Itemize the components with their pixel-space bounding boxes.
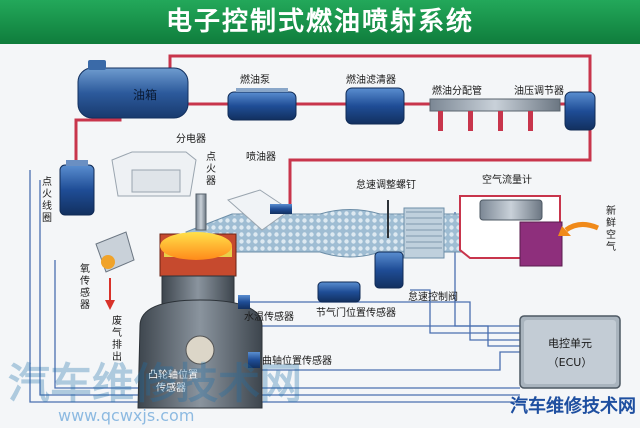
injector-label: 喷油器	[246, 150, 276, 163]
crankshaft-position-sensor: 曲轴位置传感器	[248, 352, 332, 368]
idle-screw-label: 怠速调整螺钉	[356, 178, 416, 191]
air-flow-meter: 空气流量计	[459, 173, 563, 267]
oxygen-sensor: 氧 传 感 器	[80, 231, 135, 311]
fuel-lines	[74, 54, 592, 212]
ignition-coil-label: 点 火 线 圈	[42, 176, 52, 224]
fresh-air-char-1: 新	[606, 204, 616, 217]
exhaust-char-2: 气	[112, 326, 122, 339]
coolant-temp-sensor: 水温传感器	[238, 295, 294, 323]
pressure-regulator: 油压调节器	[514, 84, 596, 131]
fresh-air-arrow: 新 鲜 空 气	[558, 204, 616, 253]
o2-char-4: 器	[80, 299, 90, 311]
exhaust-char-1: 废	[112, 314, 122, 327]
cam-sensor-line-1: 凸轮轴位置	[148, 368, 198, 381]
fuel-pump: 燃油泵	[227, 73, 297, 121]
o2-char-3: 感	[80, 286, 90, 299]
exhaust-char-3: 排	[112, 338, 122, 351]
air-flow-meter-label: 空气流量计	[482, 173, 532, 186]
signal-wires	[29, 170, 520, 403]
exhaust-label: 废 气 排 出	[112, 314, 122, 363]
watermark-url-text: www.qcwxjs.com	[58, 406, 194, 425]
spark-igniter: 点 火 器	[195, 151, 216, 231]
coil-char-4: 圈	[42, 212, 52, 224]
fuel-rail: 燃油分配管	[429, 84, 561, 131]
fuel-pump-label: 燃油泵	[240, 73, 270, 86]
throttle-sensor-label: 节气门位置传感器	[316, 306, 396, 319]
fresh-air-label: 新 鲜 空 气	[606, 204, 616, 253]
engine-block: 凸轮轴位置 传感器	[137, 232, 263, 409]
pressure-regulator-label: 油压调节器	[514, 84, 564, 97]
idle-valve-label: 怠速控制阀	[408, 290, 458, 303]
fuel-tank-label: 油箱	[133, 87, 157, 102]
fresh-air-char-4: 气	[606, 240, 616, 253]
crank-sensor-label: 曲轴位置传感器	[262, 354, 332, 367]
distributor-label: 分电器	[176, 132, 206, 145]
idle-adjust-screw: 怠速调整螺钉	[356, 178, 416, 238]
fuel-tank: 油箱	[77, 60, 189, 119]
distributor: 分电器	[111, 132, 206, 197]
coil-char-2: 火	[42, 188, 52, 200]
ecu-unit: 电控单元 （ECU）	[519, 315, 621, 389]
idle-control-valve: 怠速控制阀	[374, 251, 458, 303]
coil-char-1: 点	[42, 176, 52, 188]
throttle-position-sensor: 节气门位置传感器	[316, 281, 396, 319]
exhaust-char-4: 出	[112, 350, 122, 363]
injector: 喷油器	[227, 150, 292, 231]
cam-sensor-line-2: 传感器	[156, 381, 186, 394]
oxygen-sensor-label: 氧 传 感 器	[80, 262, 90, 311]
fuel-rail-label: 燃油分配管	[432, 84, 482, 97]
ecu-label-line-2: （ECU）	[548, 356, 593, 369]
igniter-char-2: 火	[206, 163, 216, 175]
o2-char-1: 氧	[80, 262, 90, 275]
fresh-air-char-3: 空	[606, 228, 616, 241]
exhaust-arrow: 废 气 排 出	[105, 278, 122, 363]
watermark-cn-text: 汽车维修技术网	[8, 359, 302, 408]
igniter-char-1: 点	[206, 151, 216, 163]
spark-plug-label: 点 火 器	[206, 151, 216, 187]
coolant-sensor-label: 水温传感器	[244, 310, 294, 323]
watermark-brand-text: 汽车维修技术网	[510, 395, 636, 417]
diagram-title: 电子控制式燃油喷射系统	[165, 7, 474, 37]
coil-char-3: 线	[42, 199, 52, 212]
fuel-filter: 燃油滤清器	[345, 73, 405, 125]
o2-char-2: 传	[80, 275, 90, 287]
fresh-air-char-2: 鲜	[606, 216, 616, 229]
title-banner	[0, 0, 640, 44]
ignition-coil: 点 火 线 圈	[42, 160, 95, 224]
cam-sensor-label: 凸轮轴位置 传感器	[148, 368, 198, 394]
igniter-char-3: 器	[206, 175, 216, 187]
ecu-label-line-1: 电控单元	[548, 336, 592, 350]
fuel-filter-label: 燃油滤清器	[346, 73, 396, 86]
watermark: 汽车维修技术网 www.qcwxjs.com 汽车维修技术网	[8, 359, 636, 425]
